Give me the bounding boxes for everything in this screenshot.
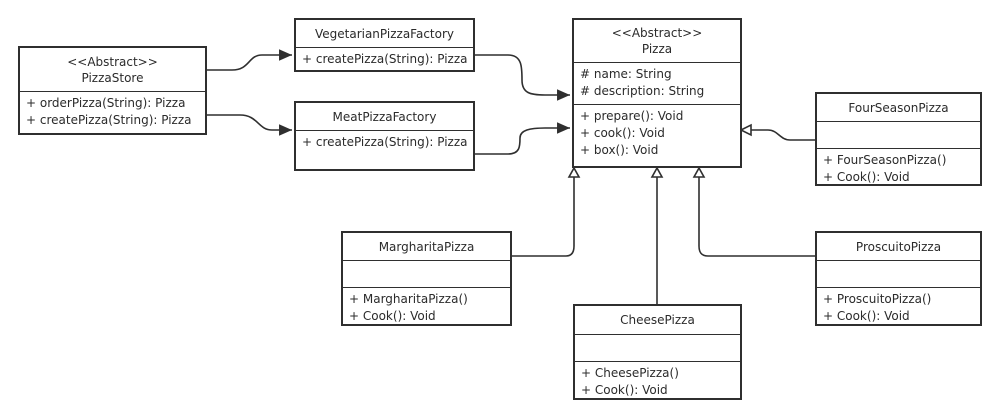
method: + ProscuitoPizza() xyxy=(823,292,932,306)
method: + CheesePizza() xyxy=(581,366,679,380)
class-header: FourSeasonPizza xyxy=(817,94,980,122)
class-name: FourSeasonPizza xyxy=(848,100,949,115)
class-name: PizzaStore xyxy=(81,70,144,85)
class-header: VegetarianPizzaFactory xyxy=(296,20,473,48)
method: + createPizza(String): Pizza xyxy=(26,113,192,127)
class-attributes xyxy=(575,335,740,362)
class-pizzastore[interactable]: <<Abstract>> PizzaStore + orderPizza(Str… xyxy=(18,46,207,135)
inheritance-arrowhead xyxy=(567,166,581,178)
class-fourseason-pizza[interactable]: FourSeasonPizza + FourSeasonPizza() + Co… xyxy=(815,92,982,186)
class-meat-pizza-factory[interactable]: MeatPizzaFactory + createPizza(String): … xyxy=(294,101,475,171)
class-margharita-pizza[interactable]: MargharitaPizza + MargharitaPizza() + Co… xyxy=(341,231,512,326)
association-meat-factory-pizza xyxy=(473,122,570,155)
class-methods: + createPizza(String): Pizza xyxy=(296,48,473,71)
class-attributes xyxy=(817,261,980,288)
class-attributes xyxy=(343,261,510,288)
inheritance-arrowhead xyxy=(650,166,664,178)
class-methods: + ProscuitoPizza() + Cook(): Void xyxy=(817,288,980,328)
class-proscuito-pizza[interactable]: ProscuitoPizza + ProscuitoPizza() + Cook… xyxy=(815,231,982,326)
class-methods: + orderPizza(String): Pizza + createPizz… xyxy=(20,92,205,132)
method: + createPizza(String): Pizza xyxy=(302,52,468,66)
class-name: Pizza xyxy=(641,42,673,56)
method: + prepare(): Void xyxy=(580,109,684,123)
method: + Cook(): Void xyxy=(823,309,910,323)
class-methods: + CheesePizza() + Cook(): Void xyxy=(575,362,740,402)
class-header: <<Abstract>> Pizza xyxy=(574,20,740,63)
class-name: MeatPizzaFactory xyxy=(332,109,437,124)
class-attributes xyxy=(817,122,980,149)
class-name: ProscuitoPizza xyxy=(855,239,942,254)
class-methods: + createPizza(String): Pizza xyxy=(296,131,473,154)
method: + createPizza(String): Pizza xyxy=(302,135,468,149)
inheritance-margharita-pizza xyxy=(512,176,575,257)
class-methods: + FourSeasonPizza() + Cook(): Void xyxy=(817,149,980,189)
class-attributes: # name: String # description: String xyxy=(574,63,740,105)
class-pizza[interactable]: <<Abstract>> Pizza # name: String # desc… xyxy=(572,18,742,168)
class-vegetarian-pizza-factory[interactable]: VegetarianPizzaFactory + createPizza(Str… xyxy=(294,18,475,72)
method: + cook(): Void xyxy=(580,126,665,140)
class-header: <<Abstract>> PizzaStore xyxy=(20,48,205,92)
method: + Cook(): Void xyxy=(581,383,668,397)
association-veg-factory-pizza xyxy=(473,54,570,101)
inheritance-proscuito-pizza xyxy=(698,176,815,257)
attribute: # description: String xyxy=(580,84,705,98)
association-pizzastore-veg-factory xyxy=(205,49,292,71)
class-methods: + MargharitaPizza() + Cook(): Void xyxy=(343,288,510,328)
class-cheese-pizza[interactable]: CheesePizza + CheesePizza() + Cook(): Vo… xyxy=(573,304,742,400)
class-methods: + prepare(): Void + cook(): Void + box()… xyxy=(574,105,740,162)
method: + orderPizza(String): Pizza xyxy=(26,96,186,110)
class-name: CheesePizza xyxy=(620,313,695,327)
method: + FourSeasonPizza() xyxy=(823,153,947,167)
class-stereotype: <<Abstract>> xyxy=(611,26,703,40)
method: + Cook(): Void xyxy=(823,170,910,184)
class-name: VegetarianPizzaFactory xyxy=(314,26,455,41)
class-name: MargharitaPizza xyxy=(378,239,475,254)
class-header: CheesePizza xyxy=(575,306,740,335)
inheritance-arrowhead xyxy=(692,166,706,178)
class-stereotype: <<Abstract>> xyxy=(67,54,158,69)
class-header: ProscuitoPizza xyxy=(817,233,980,261)
method: + box(): Void xyxy=(580,143,659,157)
association-pizzastore-meat-factory xyxy=(205,114,292,136)
inheritance-arrowhead xyxy=(739,123,752,137)
inheritance-fourseason-pizza xyxy=(750,129,815,141)
method: + MargharitaPizza() xyxy=(349,292,468,306)
method: + Cook(): Void xyxy=(349,309,436,323)
class-header: MargharitaPizza xyxy=(343,233,510,261)
class-header: MeatPizzaFactory xyxy=(296,103,473,131)
attribute: # name: String xyxy=(580,67,672,81)
